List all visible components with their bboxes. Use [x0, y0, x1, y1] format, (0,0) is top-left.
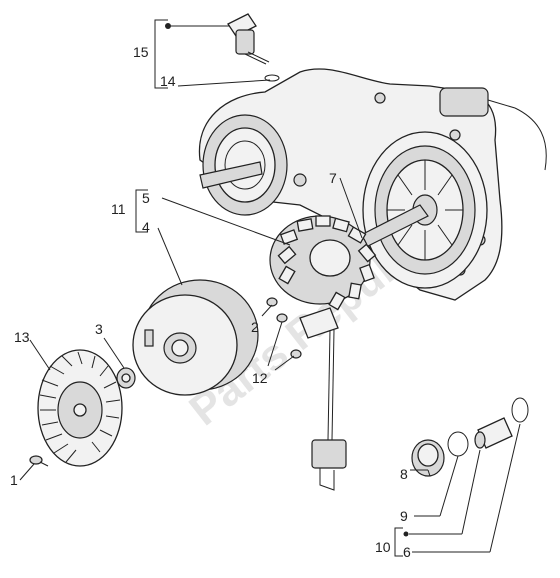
callout-15: 15: [133, 44, 149, 60]
crankcase: [198, 68, 547, 301]
filter-plug-group: [411, 397, 529, 477]
flywheel: [132, 279, 259, 396]
cooling-fan: [29, 349, 123, 467]
callout-12: 12: [252, 370, 268, 386]
callout-14: 14: [160, 73, 176, 89]
leader-lines: [19, 19, 521, 557]
callout-7: 7: [329, 170, 337, 186]
callout-2: 2: [251, 319, 259, 335]
callout-6: 6: [403, 544, 411, 560]
callout-3: 3: [95, 321, 103, 337]
nut: [116, 367, 136, 389]
callout-labels: 15 14 11 5 4 7 2 12 3 13 1 8 9 10 6: [10, 44, 411, 560]
stator: [269, 215, 377, 491]
callout-13: 13: [14, 329, 30, 345]
sensor-part: [227, 13, 280, 82]
callout-9: 9: [400, 508, 408, 524]
callout-5: 5: [142, 190, 150, 206]
callout-4: 4: [142, 219, 150, 235]
callout-1: 1: [10, 472, 18, 488]
callout-8: 8: [400, 466, 408, 482]
callout-10: 10: [375, 539, 391, 555]
callout-11: 11: [111, 201, 126, 217]
